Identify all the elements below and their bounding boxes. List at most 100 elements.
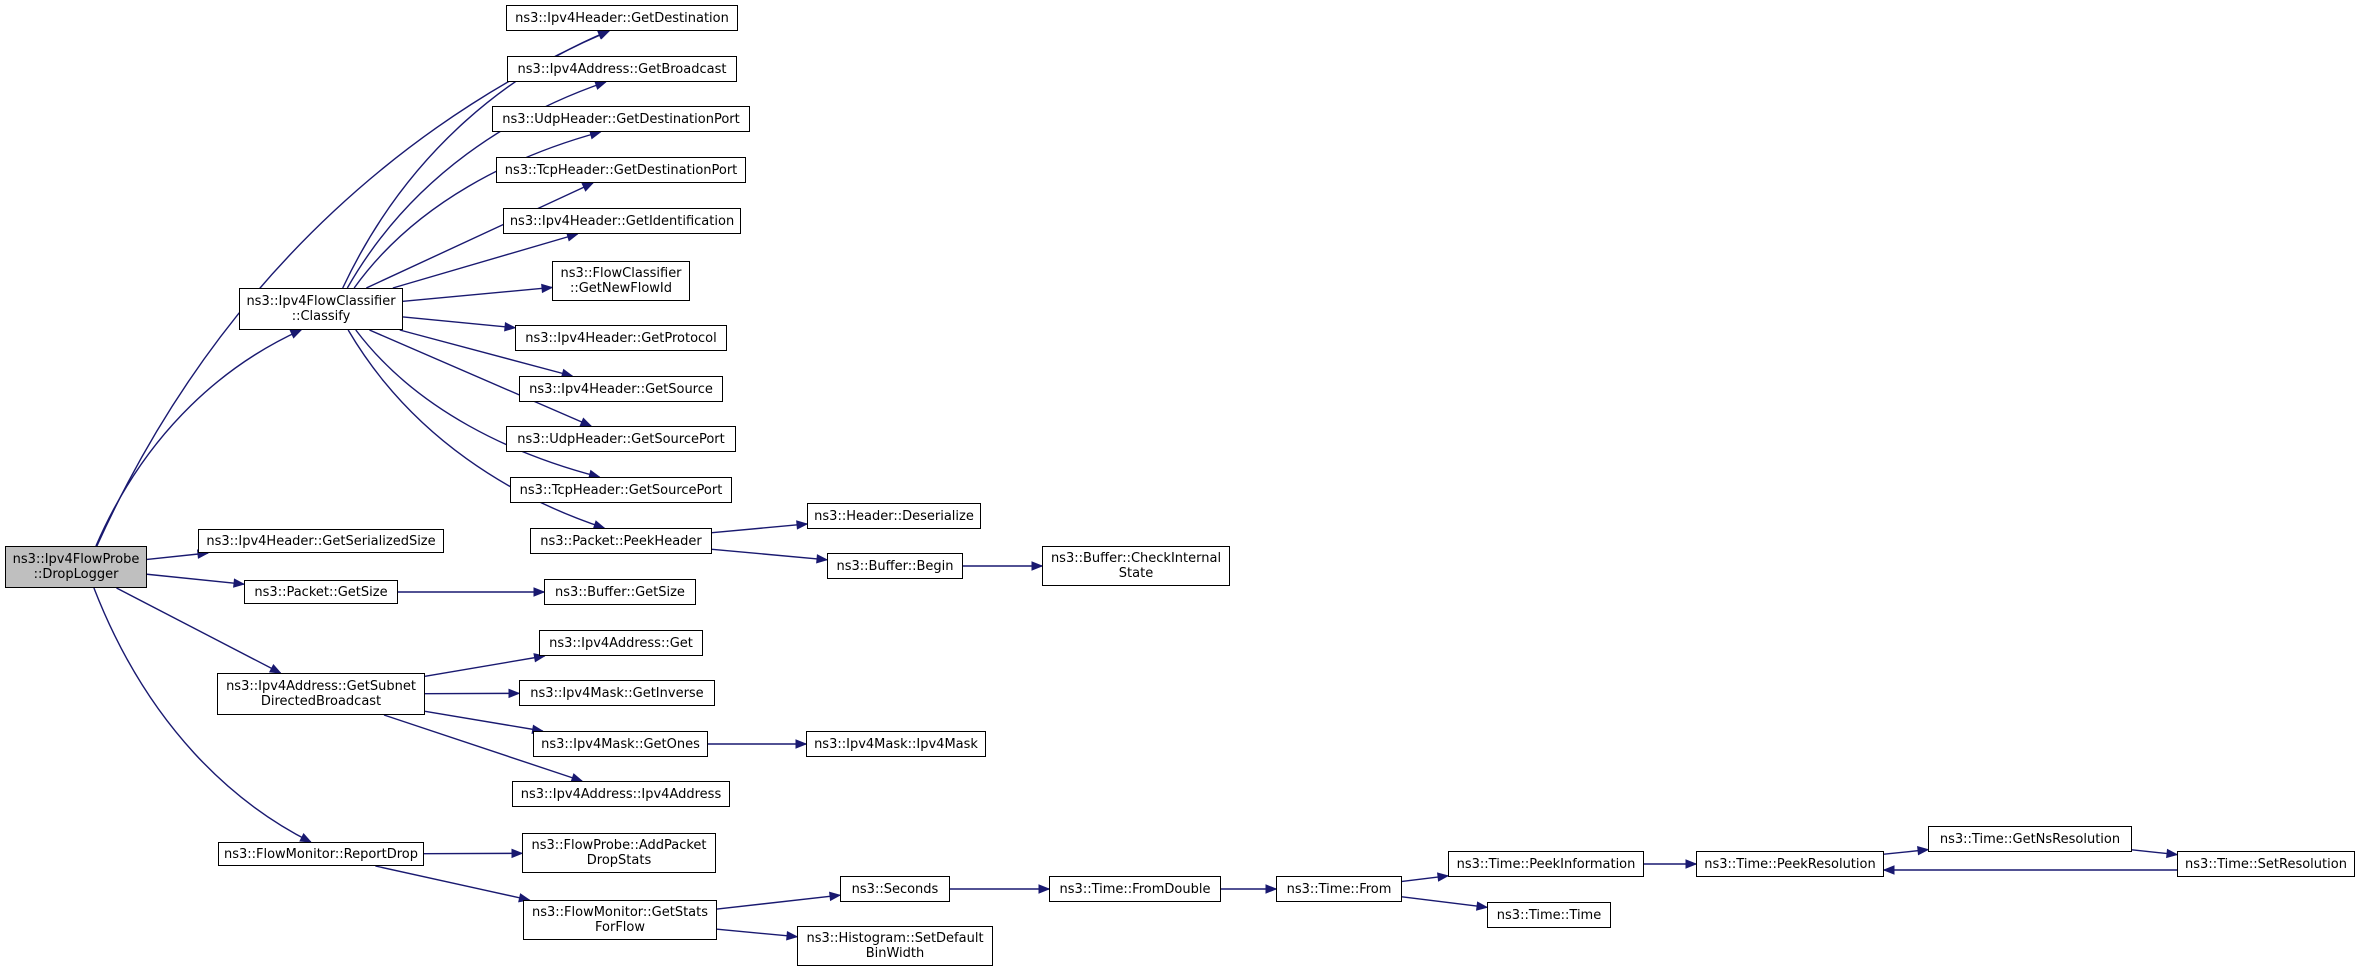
- node-addrCtor[interactable]: ns3::Ipv4Address::Ipv4Address: [512, 781, 730, 807]
- node-bufGetSize[interactable]: ns3::Buffer::GetSize: [544, 579, 696, 605]
- node-tcpDestPort[interactable]: ns3::TcpHeader::GetDestinationPort: [496, 157, 746, 183]
- node-label-line: ns3::Time::From: [1286, 881, 1392, 897]
- edge-line: [116, 587, 281, 674]
- node-classify[interactable]: ns3::Ipv4FlowClassifier::Classify: [239, 288, 403, 330]
- node-label-line: ns3::FlowProbe::AddPacket: [531, 838, 707, 853]
- edge-arrowhead: [541, 283, 554, 294]
- node-peekHeader[interactable]: ns3::Packet::PeekHeader: [530, 528, 712, 554]
- node-getBroadcast[interactable]: ns3::Ipv4Address::GetBroadcast: [507, 56, 737, 82]
- node-label-line: ns3::UdpHeader::GetDestinationPort: [502, 111, 740, 127]
- node-timeFrom[interactable]: ns3::Time::From: [1276, 876, 1402, 902]
- edge-line: [399, 329, 573, 377]
- edge-line: [711, 548, 828, 561]
- edge-arrowhead: [233, 578, 246, 588]
- edge-line: [342, 30, 609, 289]
- node-label: ns3::Ipv4Address::GetBroadcast: [518, 62, 727, 77]
- node-newFlowId[interactable]: ns3::FlowClassifier::GetNewFlowId: [552, 261, 690, 301]
- node-label-line: ns3::Ipv4FlowClassifier: [246, 294, 396, 309]
- node-label: ns3::Time::Time: [1497, 908, 1601, 923]
- node-label: ns3::Time::FromDouble: [1060, 882, 1211, 897]
- node-label-line: ns3::Ipv4Address::GetBroadcast: [517, 61, 727, 77]
- node-label-line: ns3::Time::PeekInformation: [1456, 856, 1636, 872]
- node-maskOnes[interactable]: ns3::Ipv4Mask::GetOnes: [533, 731, 708, 757]
- edge-line: [95, 329, 302, 547]
- node-label: ns3::Ipv4Header::GetDestination: [515, 11, 729, 26]
- edge-arrowhead: [594, 80, 607, 90]
- node-getSerSize[interactable]: ns3::Ipv4Header::GetSerializedSize: [198, 529, 444, 553]
- node-bufBegin[interactable]: ns3::Buffer::Begin: [827, 553, 963, 579]
- node-label-line: ns3::Packet::GetSize: [254, 584, 388, 600]
- edge-getSubnet-to-maskOnes: [424, 710, 544, 734]
- node-getNsRes[interactable]: ns3::Time::GetNsResolution: [1928, 826, 2132, 852]
- edge-line: [346, 81, 606, 289]
- node-label: ns3::FlowMonitor::ReportDrop: [224, 847, 418, 862]
- edge-getStatsForFlow-to-seconds: [716, 891, 842, 910]
- edge-arrowhead: [829, 891, 842, 902]
- node-peekRes[interactable]: ns3::Time::PeekResolution: [1696, 851, 1884, 877]
- edge-arrowhead: [786, 931, 799, 941]
- edge-line: [424, 655, 545, 678]
- node-pktGetSize[interactable]: ns3::Packet::GetSize: [244, 580, 398, 604]
- node-label-line: ns3::Ipv4Header::GetSerializedSize: [206, 533, 436, 549]
- edge-arrowhead: [268, 663, 282, 674]
- node-deserialize[interactable]: ns3::Header::Deserialize: [807, 503, 981, 529]
- node-maskCtor[interactable]: ns3::Ipv4Mask::Ipv4Mask: [806, 731, 986, 757]
- edge-root-to-reportDrop: [93, 587, 312, 843]
- edge-arrowhead: [1031, 561, 1044, 571]
- node-root[interactable]: ns3::Ipv4FlowProbe::DropLogger: [5, 546, 147, 588]
- node-peekInfo[interactable]: ns3::Time::PeekInformation: [1448, 851, 1644, 877]
- node-timeCtor[interactable]: ns3::Time::Time: [1487, 902, 1611, 928]
- node-setRes[interactable]: ns3::Time::SetResolution: [2177, 851, 2355, 877]
- edge-classify-to-getProto: [402, 316, 517, 332]
- edge-arrowhead: [1685, 859, 1698, 869]
- node-addrGet[interactable]: ns3::Ipv4Address::Get: [539, 630, 703, 656]
- edge-arrowhead: [1265, 884, 1278, 894]
- node-getProto[interactable]: ns3::Ipv4Header::GetProtocol: [515, 325, 727, 351]
- edge-arrowhead: [289, 329, 303, 339]
- node-label: ns3::TcpHeader::GetDestinationPort: [505, 163, 738, 178]
- node-label-line: ns3::Histogram::SetDefault: [806, 931, 984, 946]
- edge-line: [392, 233, 578, 289]
- node-label-line: ns3::FlowMonitor::GetStats: [531, 905, 709, 920]
- node-label: ns3::Ipv4Mask::Ipv4Mask: [814, 737, 978, 752]
- node-label-line: ns3::Ipv4Address::Get: [549, 635, 693, 651]
- node-reportDrop[interactable]: ns3::FlowMonitor::ReportDrop: [218, 842, 424, 866]
- node-maskInverse[interactable]: ns3::Ipv4Mask::GetInverse: [519, 680, 715, 706]
- node-seconds[interactable]: ns3::Seconds: [840, 876, 950, 902]
- node-label-line: ::GetNewFlowId: [569, 281, 673, 296]
- node-label: ns3::Buffer::GetSize: [555, 585, 685, 600]
- node-getSource[interactable]: ns3::Ipv4Header::GetSource: [519, 376, 723, 402]
- edge-root-to-getSubnet: [116, 587, 282, 674]
- edge-classify-to-peekHeader: [347, 329, 606, 530]
- node-label: ns3::Ipv4Header::GetSerializedSize: [206, 534, 435, 549]
- edge-line: [93, 587, 312, 843]
- node-label-line: ns3::TcpHeader::GetDestinationPort: [504, 162, 738, 178]
- edge-line: [402, 286, 553, 303]
- node-udpSrcPort[interactable]: ns3::UdpHeader::GetSourcePort: [506, 426, 736, 452]
- edge-arrowhead: [2166, 848, 2179, 859]
- node-label: ns3::FlowClassifier::GetNewFlowId: [560, 266, 681, 296]
- node-label: ns3::Buffer::Begin: [836, 559, 953, 574]
- node-label-line: ns3::Ipv4Header::GetIdentification: [509, 213, 735, 229]
- node-label-line: ns3::Ipv4Mask::GetOnes: [541, 736, 700, 752]
- node-label-line: ns3::UdpHeader::GetSourcePort: [517, 431, 725, 447]
- node-tcpSrcPort[interactable]: ns3::TcpHeader::GetSourcePort: [510, 477, 732, 503]
- edge-arrowhead: [508, 688, 521, 699]
- edge-line: [347, 329, 605, 529]
- node-fromDouble[interactable]: ns3::Time::FromDouble: [1049, 876, 1221, 902]
- edge-timeFrom-to-peekInfo: [1401, 872, 1450, 883]
- node-getDest[interactable]: ns3::Ipv4Header::GetDestination: [506, 5, 738, 31]
- node-label-line: ForFlow: [595, 920, 645, 935]
- node-label-line: ns3::Ipv4Address::Ipv4Address: [520, 786, 722, 802]
- edge-arrowhead: [533, 587, 546, 597]
- node-udpDestPort[interactable]: ns3::UdpHeader::GetDestinationPort: [492, 106, 750, 132]
- node-label-line: ns3::Ipv4Address::GetSubnet: [226, 679, 416, 694]
- node-getIdent[interactable]: ns3::Ipv4Header::GetIdentification: [503, 208, 741, 234]
- node-label-line: DirectedBroadcast: [260, 694, 382, 709]
- edge-arrowhead: [1882, 865, 1895, 875]
